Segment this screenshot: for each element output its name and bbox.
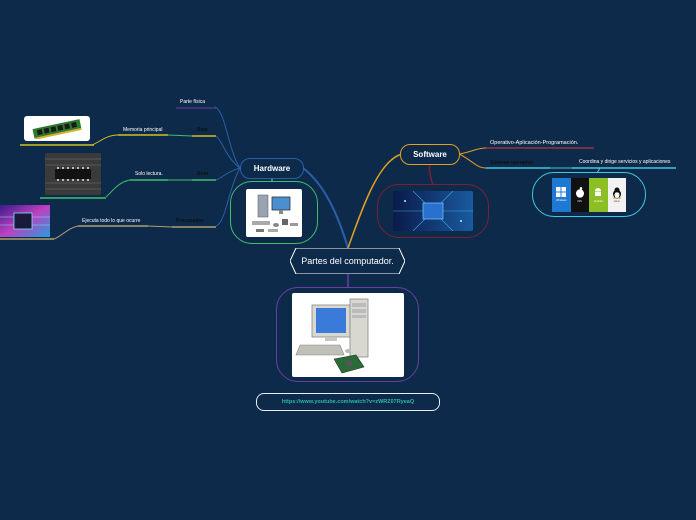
youtube-link[interactable]: https://www.youtube.com/watch?v=zWRZ07Ry… (256, 393, 440, 411)
windows-icon-label: Windows (556, 199, 567, 202)
child-coordina[interactable]: Coordina y dirige servicios y aplicacion… (579, 159, 671, 165)
android-icon-label: Android (593, 199, 603, 203)
branch-procesador[interactable]: Procesador (176, 218, 204, 224)
branch-sistema-operativo[interactable]: Sistema operativo (490, 160, 534, 166)
apple-icon-label: iOS (577, 199, 582, 203)
branch-operativo[interactable]: Operativo-Aplicación-Programación. (490, 140, 579, 146)
os-icons-strip: Windows iOS Android Linux (552, 177, 626, 212)
child-solo-lectura[interactable]: Solo lectura. (135, 171, 163, 177)
central-node-title: Partes del computador. (301, 256, 394, 266)
rom-chip-image (45, 153, 101, 195)
child-memoria-principal[interactable]: Memoria principal (123, 127, 163, 133)
hardware-image-frame (230, 181, 318, 244)
hardware-components-image (246, 188, 302, 237)
central-node[interactable]: Partes del computador. (290, 248, 405, 274)
os-icons-frame: Windows iOS Android Linux (532, 172, 646, 217)
software-image-frame (377, 184, 489, 238)
computer-image (291, 292, 404, 377)
windows-icon: Windows (552, 177, 571, 212)
computer-image-frame (276, 287, 419, 382)
apple-icon: iOS (570, 177, 589, 212)
branch-rom[interactable]: Rom (197, 171, 209, 177)
branch-ram[interactable]: Ram (197, 127, 208, 133)
child-ejecuta[interactable]: Ejecuta todo lo que ocurre (82, 218, 141, 224)
ram-module-image (24, 116, 90, 141)
processor-image (0, 205, 50, 237)
linux-icon: Linux (607, 177, 626, 212)
hardware-node[interactable]: Hardware (240, 158, 304, 179)
linux-icon-label: Linux (613, 199, 620, 203)
software-digital-image (393, 191, 473, 231)
software-node[interactable]: Software (400, 144, 460, 165)
branch-parte-fisica[interactable]: Parte física (180, 99, 206, 105)
android-icon: Android (589, 177, 608, 212)
